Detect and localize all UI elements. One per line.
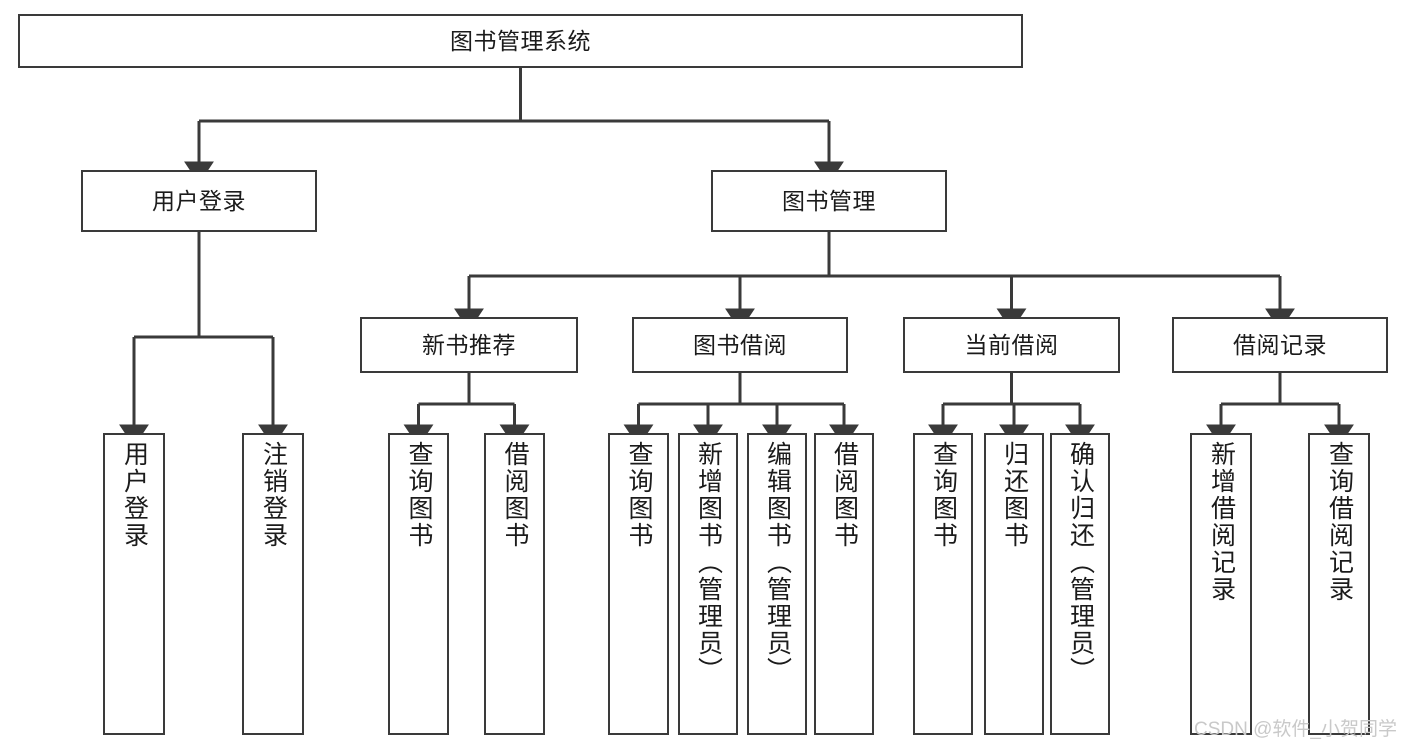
watermark: CSDN @软件_小贺同学 bbox=[1194, 719, 1397, 740]
node-leaf-confirm-return[interactable]: 确认归还（管理员） bbox=[1050, 433, 1110, 735]
node-leaf-query-book-1[interactable]: 查询图书 bbox=[388, 433, 449, 735]
node-root[interactable]: 图书管理系统 bbox=[18, 14, 1023, 68]
node-label: 新书推荐 bbox=[422, 331, 516, 358]
node-label: 编辑图书（管理员） bbox=[763, 441, 792, 684]
node-label: 借阅图书 bbox=[501, 441, 529, 549]
node-label: 图书借阅 bbox=[693, 331, 787, 358]
node-label: 新增图书（管理员） bbox=[694, 441, 723, 684]
node-book-borrow[interactable]: 图书借阅 bbox=[632, 317, 848, 373]
node-borrow-record[interactable]: 借阅记录 bbox=[1172, 317, 1388, 373]
node-leaf-return-book[interactable]: 归还图书 bbox=[984, 433, 1044, 735]
node-leaf-user-logout[interactable]: 注销登录 bbox=[242, 433, 304, 735]
node-label: 图书管理 bbox=[782, 187, 876, 214]
node-leaf-query-book-2[interactable]: 查询图书 bbox=[608, 433, 669, 735]
node-label: 借阅记录 bbox=[1233, 331, 1327, 358]
node-label: 注销登录 bbox=[259, 441, 288, 549]
node-book-manage[interactable]: 图书管理 bbox=[711, 170, 947, 232]
node-leaf-query-record[interactable]: 查询借阅记录 bbox=[1308, 433, 1370, 735]
node-label: 查询图书 bbox=[405, 441, 433, 549]
node-label: 当前借阅 bbox=[964, 331, 1059, 358]
node-leaf-add-book[interactable]: 新增图书（管理员） bbox=[678, 433, 738, 735]
node-label: 归还图书 bbox=[1000, 441, 1029, 549]
node-label: 借阅图书 bbox=[830, 441, 859, 549]
node-label: 确认归还（管理员） bbox=[1066, 441, 1095, 684]
node-label: 查询图书 bbox=[625, 441, 653, 549]
node-leaf-query-book-3[interactable]: 查询图书 bbox=[913, 433, 973, 735]
node-leaf-borrow-book-2[interactable]: 借阅图书 bbox=[814, 433, 874, 735]
node-label: 查询借阅记录 bbox=[1325, 441, 1354, 603]
node-leaf-borrow-book-1[interactable]: 借阅图书 bbox=[484, 433, 545, 735]
node-label: 用户登录 bbox=[120, 441, 149, 549]
node-leaf-user-login[interactable]: 用户登录 bbox=[103, 433, 165, 735]
node-leaf-edit-book[interactable]: 编辑图书（管理员） bbox=[747, 433, 807, 735]
node-label: 用户登录 bbox=[152, 187, 246, 214]
node-user-login[interactable]: 用户登录 bbox=[81, 170, 317, 232]
node-label: 新增借阅记录 bbox=[1207, 441, 1236, 603]
node-label: 图书管理系统 bbox=[450, 27, 591, 54]
node-current-borrow[interactable]: 当前借阅 bbox=[903, 317, 1120, 373]
node-leaf-add-record[interactable]: 新增借阅记录 bbox=[1190, 433, 1252, 735]
node-new-book-rec[interactable]: 新书推荐 bbox=[360, 317, 578, 373]
node-label: 查询图书 bbox=[929, 441, 958, 549]
